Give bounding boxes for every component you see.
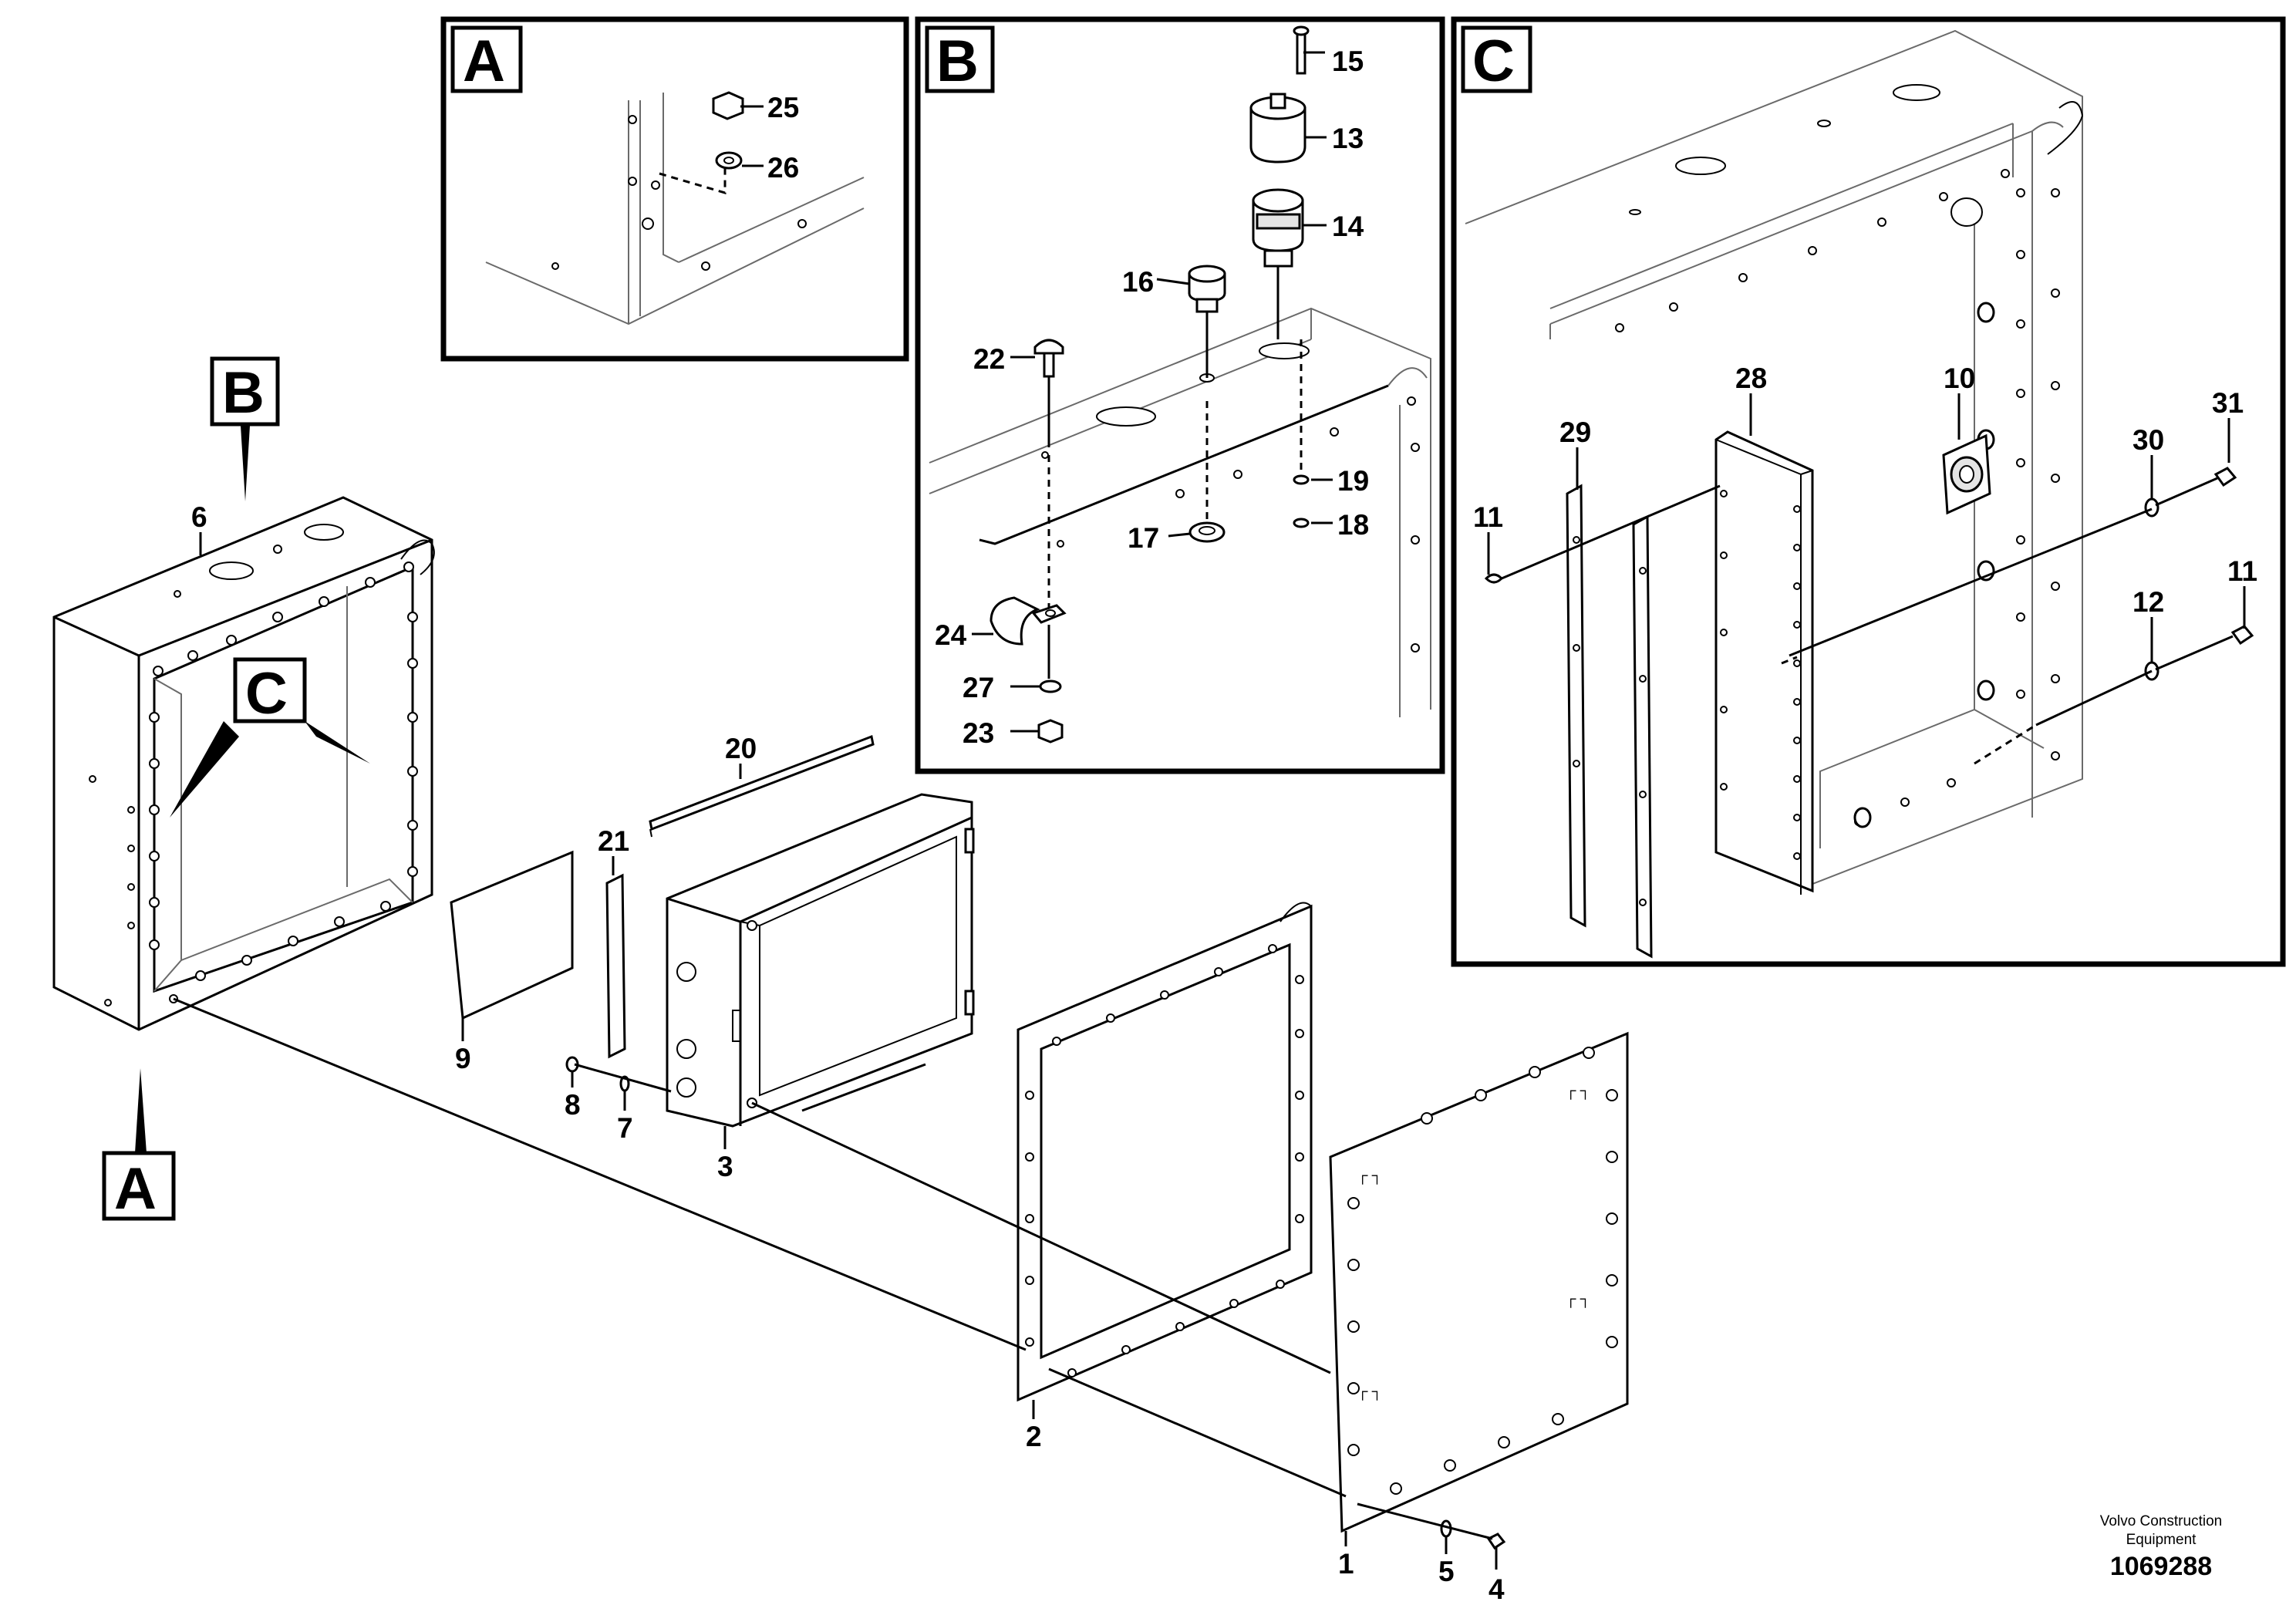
callout-pointers	[135, 426, 370, 1153]
inset-c-tag: C	[1472, 29, 1515, 94]
rail-strip-29b	[1632, 514, 1653, 959]
svg-text:┌ ┐: ┌ ┐	[1566, 1291, 1590, 1308]
nut-23	[1037, 719, 1064, 744]
leader-lines	[199, 51, 2246, 1570]
inset-b-tag: B	[936, 29, 979, 94]
rail-strip-29a	[1566, 484, 1586, 928]
screw-11-left	[1484, 573, 1504, 584]
washer-30	[2144, 497, 2159, 518]
part-label-14: 14	[1332, 211, 1364, 242]
part-label-2: 2	[1026, 1421, 1042, 1452]
callout-c-tag: C	[245, 661, 288, 727]
screw-11-right	[2230, 625, 2254, 646]
part-label-7: 7	[617, 1112, 633, 1144]
callout-b-tag: B	[222, 360, 265, 426]
inset-a-tag: A	[463, 29, 505, 94]
part-label-21: 21	[598, 825, 629, 857]
part-label-4: 4	[1489, 1573, 1505, 1605]
cable-fitting-10	[1942, 433, 1991, 515]
part-label-29: 29	[1559, 416, 1591, 448]
part-label-30: 30	[2132, 424, 2164, 456]
part-label-17: 17	[1128, 522, 1159, 554]
screw-31	[2213, 467, 2237, 487]
part-label-31: 31	[2212, 387, 2244, 419]
mounting-rail	[649, 734, 875, 831]
washer-27	[1039, 679, 1062, 693]
part-label-9: 9	[455, 1043, 471, 1074]
inset-b: B	[915, 16, 1445, 774]
part-label-10: 10	[1944, 363, 1975, 394]
main-assembly: ┌ ┐ ┌ ┐ ┌ ┐ ┌ ┐	[52, 426, 1629, 1550]
mounting-plate-28	[1714, 430, 1814, 895]
part-label-18: 18	[1337, 509, 1369, 541]
part-label-8: 8	[565, 1089, 581, 1121]
caption-line-1: Volvo Construction	[2100, 1513, 2222, 1529]
part-label-15: 15	[1332, 46, 1364, 77]
part-label-24: 24	[935, 619, 967, 651]
part-label-28: 28	[1735, 363, 1767, 394]
svg-text:┌ ┐: ┌ ┐	[1357, 1384, 1382, 1401]
cover-gasket	[1017, 902, 1313, 1402]
inset-a: A	[440, 16, 909, 362]
assembly-lines	[173, 997, 1493, 1540]
part-label-11-right: 11	[2227, 555, 2257, 587]
connector-13	[1249, 93, 1306, 164]
plug-16	[1188, 265, 1226, 313]
part-label-1: 1	[1338, 1548, 1354, 1580]
part-label-5: 5	[1438, 1556, 1455, 1587]
illustration-number: 1069288	[2110, 1552, 2212, 1581]
part-label-20: 20	[725, 733, 757, 764]
edge-strip	[605, 873, 626, 1059]
part-label-16: 16	[1122, 266, 1154, 298]
screw-22	[1033, 339, 1064, 378]
part-label-27: 27	[963, 672, 994, 703]
caption-line-2: Equipment	[2126, 1532, 2197, 1548]
svg-text:┌ ┐: ┌ ┐	[1357, 1168, 1382, 1185]
part-label-12: 12	[2132, 586, 2164, 618]
part-label-23: 23	[963, 717, 994, 749]
part-label-11-left: 11	[1473, 501, 1503, 533]
part-label-3: 3	[717, 1151, 733, 1182]
part-label-6: 6	[191, 501, 207, 533]
nut-25	[712, 91, 744, 120]
cabinet-cover: ┌ ┐ ┌ ┐ ┌ ┐ ┌ ┐	[1329, 1031, 1629, 1533]
callout-tags: B C A	[102, 356, 307, 1222]
part-labels: 15 25 13 26 14 16 22 19 18 17 24 27 23 2…	[191, 46, 2257, 1605]
callout-a-tag: A	[114, 1156, 157, 1222]
clamp-24	[990, 596, 1067, 646]
part-label-13: 13	[1332, 123, 1364, 154]
inset-c: C	[1451, 16, 2286, 967]
part-label-22: 22	[973, 343, 1005, 375]
label-plate	[450, 850, 574, 1020]
part-label-26: 26	[767, 152, 799, 184]
washer-18	[1293, 518, 1310, 528]
washer-19	[1293, 474, 1310, 485]
svg-text:┌ ┐: ┌ ┐	[1566, 1083, 1590, 1100]
publisher-caption: Volvo Construction Equipment 1069288	[2100, 1513, 2222, 1581]
electrical-cabinet-box	[52, 496, 435, 1031]
screw-4	[1486, 1533, 1506, 1550]
part-label-25: 25	[767, 92, 799, 123]
control-unit	[666, 793, 975, 1128]
part-label-19: 19	[1337, 465, 1369, 497]
